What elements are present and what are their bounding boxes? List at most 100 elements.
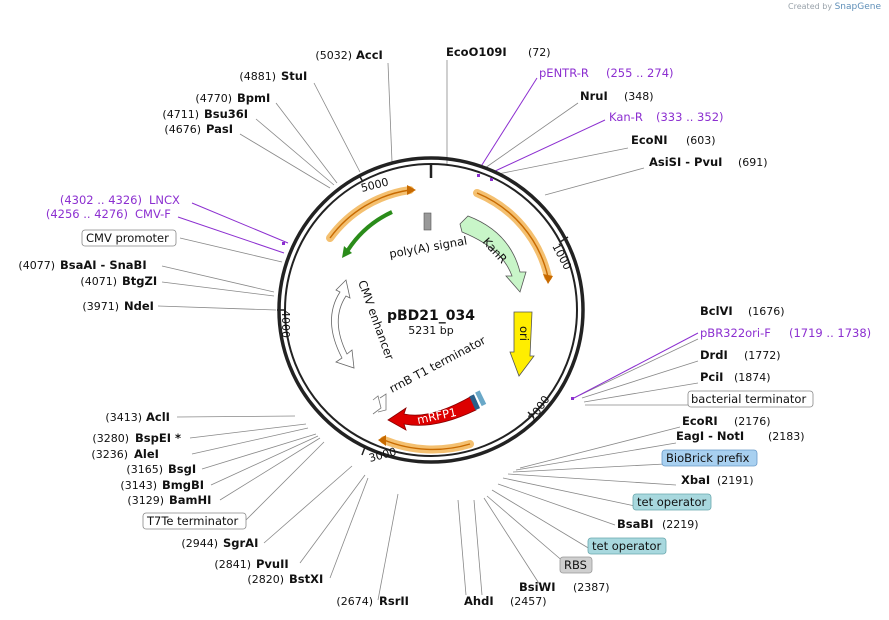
site-pos: (2176) <box>734 415 771 428</box>
site-name: StuI <box>281 69 307 83</box>
site-name: NdeI <box>124 299 154 313</box>
site-name: BpmI <box>237 91 270 105</box>
cmv-promoter-label: CMV promoter <box>86 231 169 245</box>
site-name: Bsu36I <box>204 107 248 121</box>
site-name: BsiWI <box>519 580 556 594</box>
site-pos: (1676) <box>748 305 785 318</box>
site-name: PasI <box>206 122 233 136</box>
site-pos: (2820) <box>247 573 284 586</box>
bacterial-terminator-box <box>687 390 814 408</box>
plasmid-size: 5231 bp <box>408 324 453 337</box>
primer-range: (1719 .. 1738) <box>789 326 871 340</box>
polya-label: poly(A) signal <box>388 233 468 260</box>
polya-signal-box <box>423 212 432 231</box>
ring-markers <box>282 174 574 400</box>
site-name: BsgI <box>168 462 196 476</box>
site-name: AhdI <box>464 594 494 608</box>
leader-lines <box>157 60 699 601</box>
site-pos: (2944) <box>181 537 218 550</box>
left-site-labels: (5032) AccI (4881) StuI (4770) BpmI (471… <box>18 48 546 608</box>
site-pos: (4676) <box>164 123 201 136</box>
green-feature-arrow <box>342 210 393 258</box>
site-pos: (348) <box>624 90 654 103</box>
site-name: XbaI <box>681 473 710 487</box>
site-name: PciI <box>700 370 723 384</box>
snapgene-logo: SnapGene <box>834 2 881 12</box>
site-name: BstXI <box>289 572 323 586</box>
site-name: EcoO109I <box>446 45 507 59</box>
site-name: BtgZI <box>122 274 157 288</box>
kanr-feature: KanR <box>459 215 527 293</box>
mrfp1-feature: mRFP1 <box>387 390 487 431</box>
boxed-feature-labels: bacterial terminator BioBrick prefix tet… <box>81 229 814 574</box>
primer-name: pBR322ori-F <box>700 326 771 340</box>
biobrick-prefix-label: BioBrick prefix <box>666 451 750 465</box>
tet-operator-label-2: tet operator <box>592 539 661 553</box>
primer-name: Kan-R <box>609 110 643 124</box>
snapgene-branding: Created by SnapGene <box>788 2 881 12</box>
site-pos: (2457) <box>510 595 547 608</box>
site-name: EcoRI <box>682 414 718 428</box>
site-name: SgrAI <box>223 536 258 550</box>
site-name: AclI <box>146 410 170 424</box>
tick-label-4000: 4000 <box>279 310 292 338</box>
ori-label: ori <box>517 326 531 341</box>
site-pos: (1874) <box>734 371 771 384</box>
site-pos: (2191) <box>717 474 754 487</box>
site-name: RsrII <box>379 594 409 608</box>
site-name: AccI <box>356 48 383 62</box>
right-site-labels: EcoO109I (72) NruI (348) EcoNI (603) Asi… <box>446 45 805 594</box>
tet-operator-box-2 <box>587 537 667 555</box>
primer-range: (4256 .. 4276) <box>46 207 128 221</box>
site-pos: (2387) <box>573 581 610 594</box>
site-pos: (4770) <box>195 92 232 105</box>
site-name: EcoNI <box>631 133 667 147</box>
site-pos: (5032) <box>315 49 352 62</box>
created-by-text: Created by <box>788 2 833 11</box>
site-pos: (4071) <box>80 275 117 288</box>
cmv-promoter-box <box>81 229 177 247</box>
site-pos: (2841) <box>214 558 251 571</box>
t7te-terminator-box <box>142 512 247 530</box>
primer-range: (255 .. 274) <box>606 66 674 80</box>
site-pos: (3280) <box>92 432 129 445</box>
site-pos: (4711) <box>162 108 199 121</box>
site-pos: (4881) <box>239 70 276 83</box>
site-pos: (691) <box>738 156 768 169</box>
site-pos: (3413) <box>105 411 142 424</box>
rbs-label: RBS <box>564 558 587 572</box>
site-name: BsaBI <box>617 517 653 531</box>
site-name: BmgBI <box>162 478 204 492</box>
primer-range: (333 .. 352) <box>656 110 724 124</box>
site-name: BclVI <box>700 304 733 318</box>
primer-name: CMV-F <box>135 207 171 221</box>
site-name: NruI <box>580 89 608 103</box>
site-pos: (3165) <box>126 463 163 476</box>
primer-name: pENTR-R <box>539 66 589 80</box>
bacterial-terminator-label: bacterial terminator <box>691 392 806 406</box>
tet-operator-box-1 <box>632 493 712 511</box>
orange-feature-arrows <box>326 185 553 454</box>
site-pos: (2674) <box>336 595 373 608</box>
site-pos: (1772) <box>744 349 781 362</box>
site-name: BsaAI - SnaBI <box>60 258 147 272</box>
plasmid-name: pBD21_034 <box>387 308 475 324</box>
ori-feature: ori <box>509 311 535 377</box>
site-pos: (3129) <box>127 494 164 507</box>
primer-range: (4302 .. 4326) <box>60 193 142 207</box>
site-name: AsiSI - PvuI <box>649 155 722 169</box>
site-pos: (2219) <box>662 518 699 531</box>
site-name: PvuII <box>256 557 289 571</box>
site-pos: (3971) <box>82 300 119 313</box>
site-name: AleI <box>134 447 159 461</box>
primer-name: LNCX <box>149 193 180 207</box>
site-pos: (3143) <box>120 479 157 492</box>
site-name: EagI - NotI <box>676 429 744 443</box>
rrnb-label: rrnB T1 terminator <box>387 333 488 396</box>
t7te-terminator-label: T7Te terminator <box>146 514 239 528</box>
tick-label-3000: 3000 <box>367 445 397 465</box>
site-pos: (3236) <box>91 448 128 461</box>
tick-marks <box>277 174 569 456</box>
rbs-box <box>559 556 593 574</box>
